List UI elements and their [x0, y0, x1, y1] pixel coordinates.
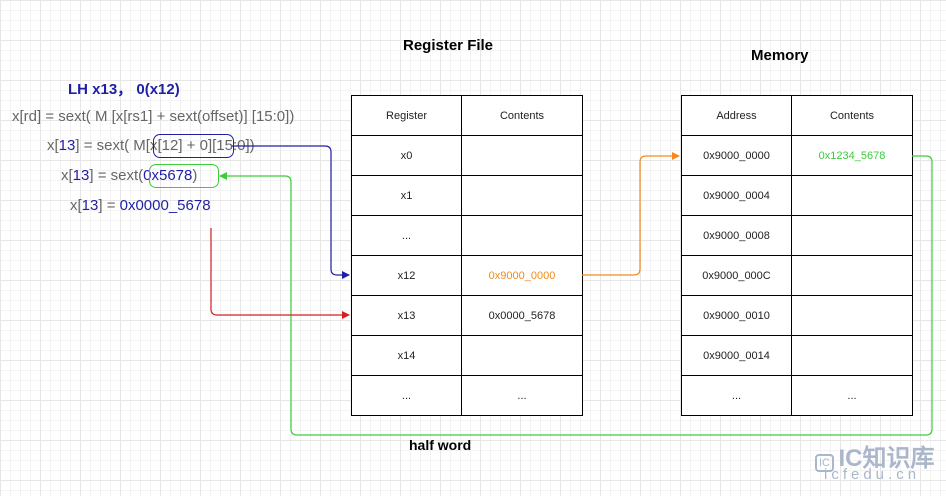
equation-line-3: x[13] = sext(0x5678): [61, 167, 197, 184]
orange-pointer-arrow: [582, 152, 680, 276]
watermark-url: icfedu.cn: [824, 466, 921, 483]
eq3-mid: ] = sext(: [89, 167, 144, 184]
watermark-logo-icon: IC: [815, 454, 834, 472]
table-row: 0x9000_0014: [681, 335, 913, 376]
eq3-pre: x[: [61, 167, 73, 184]
red-writeback-arrow: [210, 228, 350, 319]
eq2-reg: 13: [58, 137, 76, 154]
memory-contents: [791, 295, 913, 336]
equation-line-4: x[13] = 0x0000_5678: [70, 197, 211, 214]
eq3-value: 0x5678: [143, 167, 193, 184]
table-row: 0x9000_0004: [681, 175, 913, 216]
table-row: ......: [681, 375, 913, 416]
equation-line-1: x[rd] = sext( M [x[rs1] + sext(offset)] …: [12, 108, 295, 125]
blue-address-arrow: [232, 145, 350, 279]
memory-contents: ...: [791, 375, 913, 416]
table-row: ......: [351, 375, 583, 416]
memory-contents: [791, 335, 913, 376]
table-row: 0x9000_000C: [681, 255, 913, 296]
memory-address: 0x9000_0014: [681, 335, 792, 376]
eq4-mid: ] =: [98, 197, 120, 214]
register-contents: [461, 135, 583, 176]
register-name: ...: [351, 375, 462, 416]
eq4-value: 0x0000_5678: [119, 197, 211, 214]
eq4-pre: x[: [70, 197, 82, 214]
register-file-title: Register File: [403, 37, 494, 54]
register-name: x0: [351, 135, 462, 176]
register-name: x1: [351, 175, 462, 216]
green-halfword-arrow: [219, 155, 933, 436]
register-contents: ...: [461, 375, 583, 416]
table-row: 0x9000_0010: [681, 295, 913, 336]
eq2-open-bracket: [: [145, 137, 150, 154]
halfword-highlight-box: [149, 164, 219, 188]
register-name: ...: [351, 215, 462, 256]
memory-address: 0x9000_0010: [681, 295, 792, 336]
instruction-text: LH x13， 0(x12): [68, 81, 180, 98]
table-row: ...: [351, 215, 583, 256]
eq4-reg: 13: [81, 197, 99, 214]
table-row: x1: [351, 175, 583, 216]
eq2-close-bracket: ]: [207, 137, 213, 154]
memory-contents: [791, 175, 913, 216]
watermark: IC IC知识库: [815, 438, 934, 473]
half-word-label: half word: [409, 437, 472, 453]
memory-address: ...: [681, 375, 792, 416]
register-contents: [461, 175, 583, 216]
memory-address: 0x9000_0008: [681, 215, 792, 256]
memory-title: Memory: [751, 47, 809, 64]
eq3-reg: 13: [72, 167, 90, 184]
watermark-title: IC知识库: [838, 445, 935, 472]
register-name: x12: [351, 255, 462, 296]
eq2-pre: x[: [47, 137, 59, 154]
memory-address: 0x9000_0004: [681, 175, 792, 216]
memory-contents-0x90000000: 0x1234_5678: [791, 135, 913, 176]
table-row: 0x9000_0008: [681, 215, 913, 256]
eq2-mid: ] = sext( M: [75, 137, 146, 154]
memory-contents: [791, 215, 913, 256]
table-row: x0: [351, 135, 583, 176]
eq3-post: ): [192, 167, 198, 184]
memory-header-address: Address: [681, 95, 792, 136]
register-header-register: Register: [351, 95, 462, 136]
register-contents: [461, 335, 583, 376]
eq2-address: x[12] + 0: [149, 137, 208, 154]
